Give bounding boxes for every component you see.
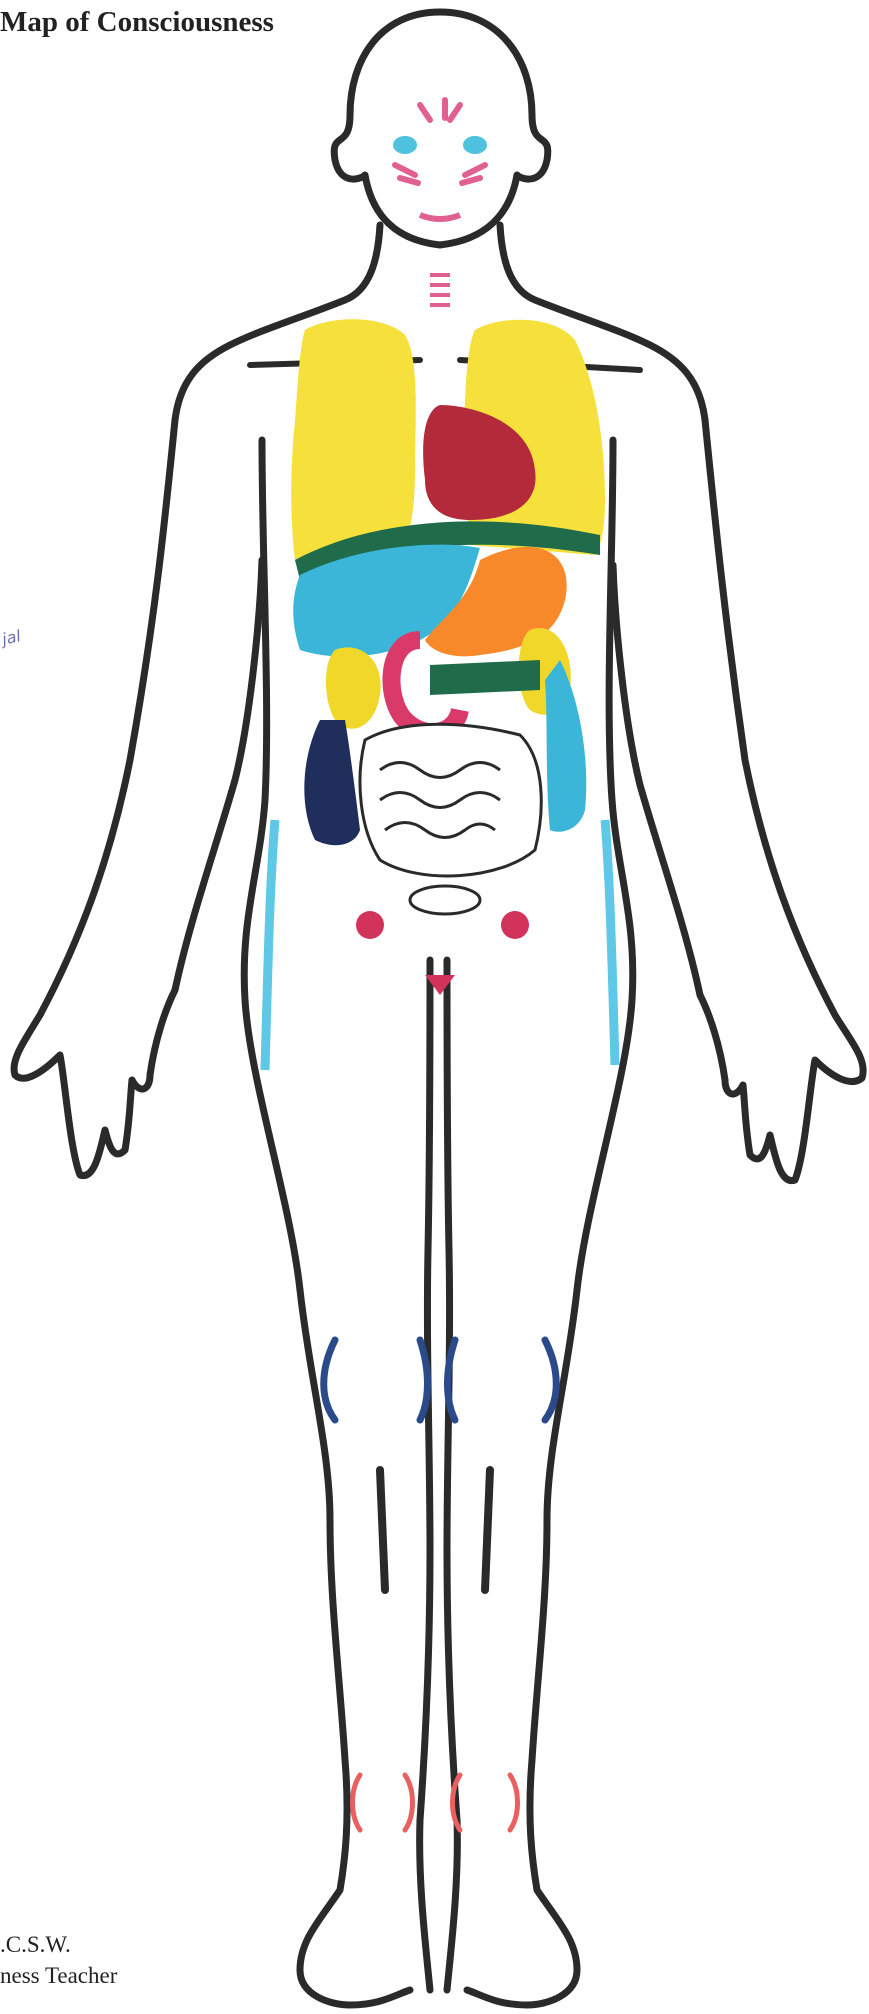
left-lung [291,319,416,560]
right-eye-mark [463,136,487,154]
cheek-marks [395,165,485,183]
credit-line-1: .C.S.W. [0,1932,71,1958]
left-kidney [326,647,381,728]
right-leg-outer [467,1290,577,2005]
descending-colon [545,660,586,832]
handwritten-note: jal [0,626,22,648]
right-arm-inner [613,565,700,995]
left-eye-mark [393,136,417,154]
right-side-mark [605,820,615,1065]
right-ovary [501,911,529,939]
right-leg-inner [447,960,457,1990]
ankle-marks [353,1775,518,1830]
head-outline [334,12,548,245]
throat-mark [430,275,450,305]
right-arm-outer [700,420,863,1181]
left-ovary [356,911,384,939]
small-intestine [360,724,541,876]
shin-marks [380,1470,490,1590]
pancreas [430,660,540,695]
knee-marks [324,1340,557,1420]
left-side-mark [265,820,275,1070]
credit-line-2: ness Teacher [0,1963,117,1989]
ascending-colon [304,720,360,845]
left-leg-inner [420,960,430,1990]
left-leg-outer [300,1290,410,2005]
left-arm-outer [14,420,175,1176]
forehead-marks [420,100,460,120]
bladder [410,886,480,914]
mouth-mark [420,215,460,219]
